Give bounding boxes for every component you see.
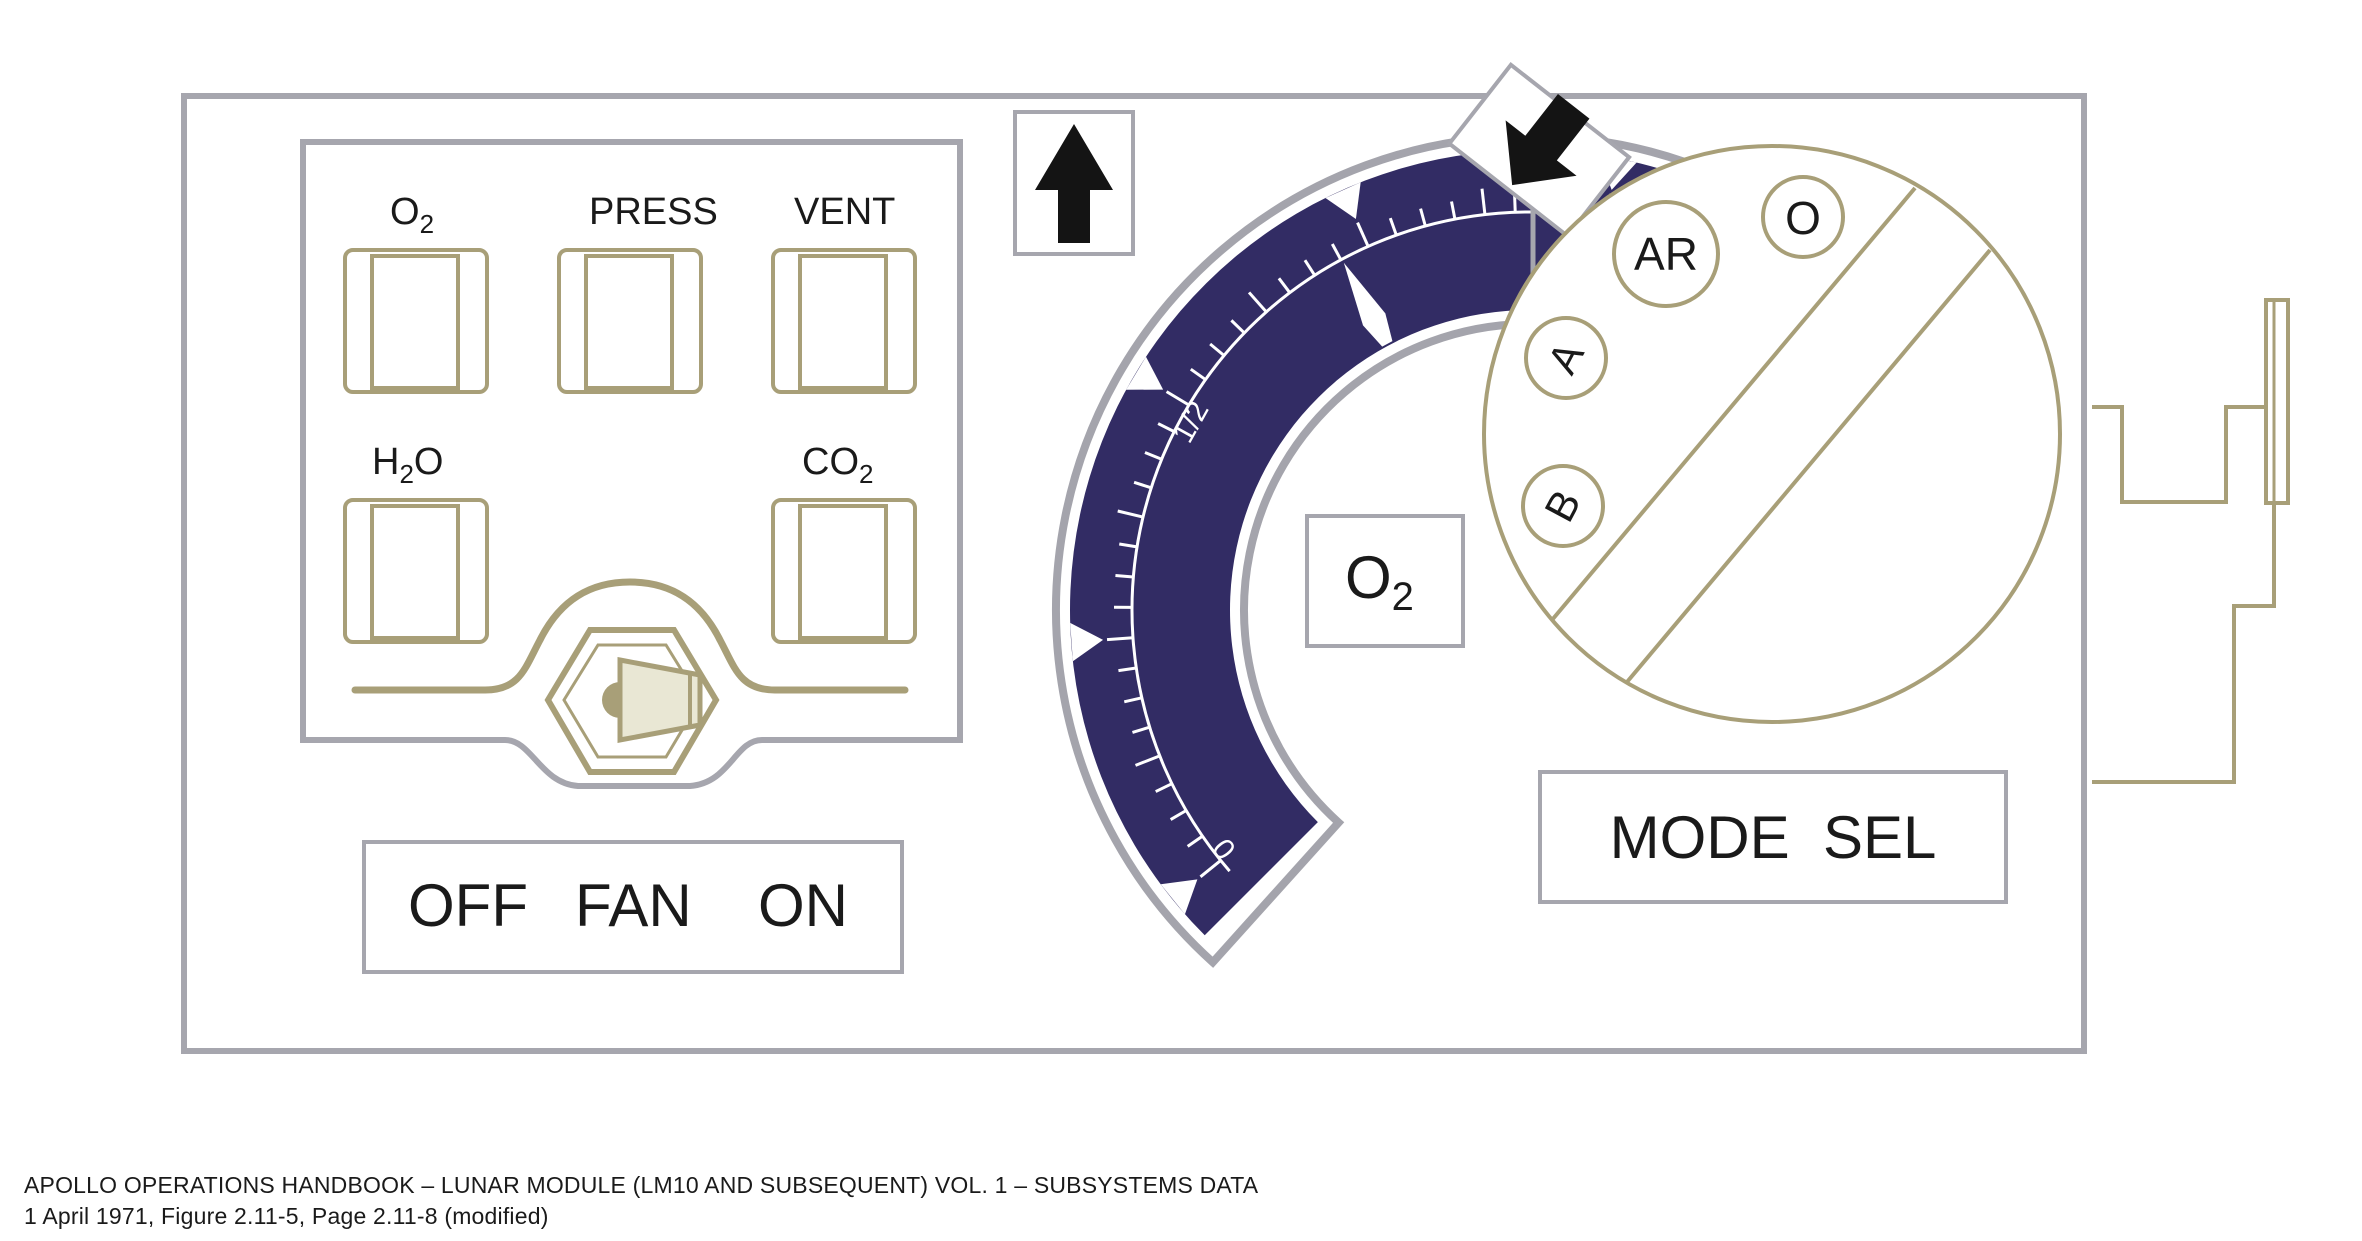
gauge-tick bbox=[1189, 367, 1207, 381]
gauge-tick bbox=[1106, 636, 1134, 642]
indicator-block: O2 PRESS VENT H2O CO2 bbox=[300, 139, 963, 789]
gauge-tick bbox=[1118, 666, 1137, 673]
indicator-vent-label: VENT bbox=[794, 191, 895, 233]
svg-text:AR: AR bbox=[1634, 228, 1698, 280]
up-arrow-icon bbox=[1035, 124, 1113, 243]
indicator-o2: O2 bbox=[343, 191, 489, 394]
gauge-tick bbox=[1480, 188, 1487, 215]
gauge-tick bbox=[1119, 542, 1138, 549]
mode-selector[interactable]: B A AR O bbox=[1446, 60, 2062, 724]
o2-gauge-label-plate: O2 bbox=[1305, 514, 1465, 648]
indicator-o2-label: O2 bbox=[390, 191, 434, 239]
fan-label: FAN bbox=[575, 872, 692, 939]
gauge-major-marker bbox=[1126, 356, 1164, 390]
mode-sel-label: MODE SEL bbox=[1610, 804, 1937, 871]
fan-toggle-switch[interactable] bbox=[544, 627, 720, 775]
indicator-h2o-label: H2O bbox=[372, 441, 443, 489]
up-arrow-plate bbox=[1013, 110, 1135, 256]
mode-pointer-tab bbox=[1446, 62, 1632, 239]
gauge-tick bbox=[1123, 696, 1143, 704]
gauge-major-marker bbox=[1160, 879, 1198, 915]
indicator-vent: VENT bbox=[771, 191, 917, 394]
fan-off-label: OFF bbox=[408, 872, 528, 939]
indicator-co2: CO2 bbox=[771, 441, 917, 644]
svg-text:O: O bbox=[1785, 192, 1821, 244]
gauge-needle bbox=[1343, 262, 1393, 347]
down-right-arrow-icon bbox=[1505, 93, 1590, 186]
gauge-tick bbox=[1199, 859, 1222, 878]
footer-source-line: APOLLO OPERATIONS HANDBOOK – LUNAR MODUL… bbox=[24, 1172, 1259, 1198]
mode-position-ar[interactable]: AR bbox=[1612, 200, 1720, 308]
switch-lever[interactable] bbox=[617, 656, 703, 744]
indicator-co2-label: CO2 bbox=[802, 441, 873, 489]
gauge-major-marker bbox=[1070, 622, 1104, 662]
side-bracket bbox=[2092, 298, 2290, 784]
gauge-tick bbox=[1186, 834, 1204, 848]
switch-guard bbox=[351, 578, 909, 694]
mode-position-o[interactable]: O bbox=[1761, 175, 1845, 259]
gauge-tick bbox=[1230, 319, 1246, 334]
gauge-face bbox=[1070, 149, 1665, 936]
gauge-tick bbox=[1132, 725, 1151, 734]
o2-gauge-label: O2 bbox=[1345, 544, 1414, 619]
fan-label-plate: OFF FAN ON bbox=[362, 840, 904, 974]
gauge-tick bbox=[1169, 809, 1187, 821]
gauge-tick bbox=[1144, 451, 1163, 461]
gauge-tick bbox=[1277, 277, 1291, 294]
gauge-scale-arc bbox=[1130, 210, 1620, 873]
gauge-ticks bbox=[1106, 188, 1613, 878]
footer-date-line: 1 April 1971, Figure 2.11-5, Page 2.11-8… bbox=[24, 1203, 549, 1229]
gauge-tick bbox=[1330, 243, 1343, 261]
gauge-tick bbox=[1303, 259, 1316, 277]
mode-sel-label-plate: MODE SEL bbox=[1538, 770, 2008, 904]
gauge-tick bbox=[1209, 342, 1225, 357]
gauge-tick bbox=[1133, 480, 1152, 490]
gauge-tick bbox=[1450, 201, 1457, 220]
gauge-tick bbox=[1134, 754, 1161, 767]
gauge-tick bbox=[1247, 291, 1268, 313]
gauge-tick bbox=[1419, 208, 1427, 227]
indicator-press-label: PRESS bbox=[589, 191, 718, 233]
gauge-tick bbox=[1513, 194, 1517, 213]
mode-selector-dial[interactable] bbox=[1482, 144, 2062, 724]
gauge-tick bbox=[1388, 217, 1398, 236]
indicator-press: PRESS bbox=[557, 191, 718, 394]
gauge-tick bbox=[1117, 509, 1144, 519]
indicator-h2o: H2O bbox=[343, 441, 489, 644]
gauge-tick bbox=[1165, 390, 1190, 407]
gauge-tick bbox=[1155, 782, 1173, 793]
fan-on-label: ON bbox=[758, 872, 848, 939]
gauge-tick bbox=[1157, 422, 1175, 433]
gauge-tick bbox=[1356, 222, 1370, 248]
gauge-major-marker bbox=[1325, 182, 1361, 220]
gauge-tick bbox=[1115, 574, 1134, 579]
indicator-block-frame bbox=[300, 139, 963, 789]
